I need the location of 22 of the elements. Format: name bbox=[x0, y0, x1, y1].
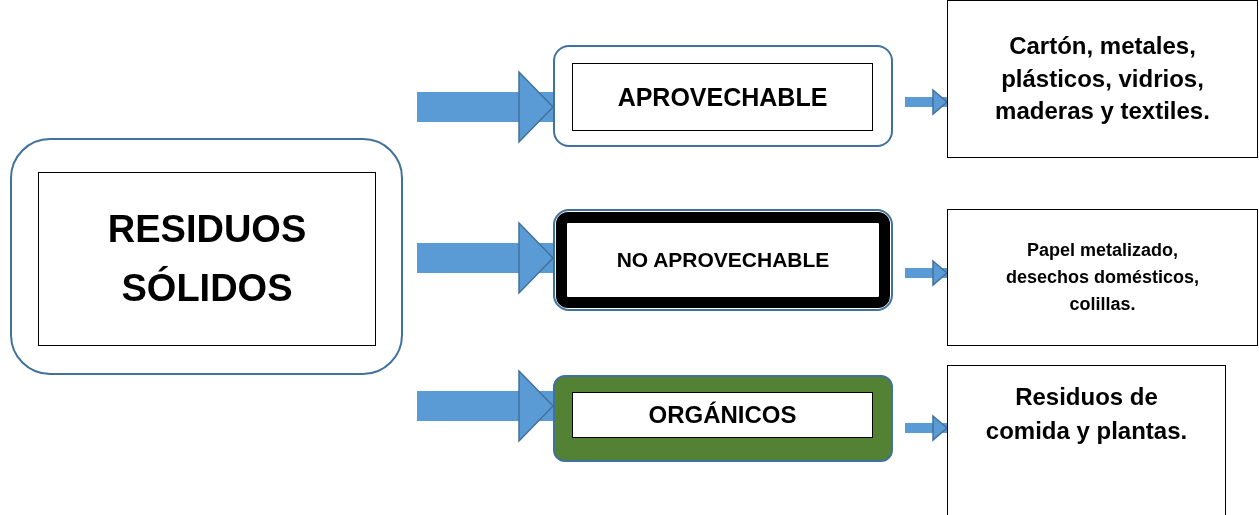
text-box bbox=[572, 63, 873, 131]
label-text: Residuos de comida y plantas. bbox=[984, 382, 1189, 446]
block-arrow bbox=[417, 222, 554, 294]
label-text: RESIDUOS SÓLIDOS bbox=[106, 207, 308, 311]
label-text: ORGÁNICOS bbox=[648, 400, 797, 430]
text-box bbox=[572, 392, 873, 438]
label-text: Cartón, metales, plásticos, vidrios, maderas y textiles. bbox=[994, 31, 1211, 127]
text-box bbox=[38, 172, 376, 346]
block-arrow bbox=[905, 260, 948, 286]
rounded-frame bbox=[553, 375, 893, 462]
label-text: APROVECHABLE bbox=[617, 82, 828, 112]
rounded-frame bbox=[10, 138, 403, 375]
text-box bbox=[947, 365, 1226, 515]
label-text: NO APROVECHABLE bbox=[616, 247, 830, 273]
text-box bbox=[947, 209, 1258, 346]
block-arrow bbox=[417, 370, 554, 442]
rounded-frame bbox=[553, 45, 893, 147]
text-box bbox=[947, 0, 1258, 158]
block-arrow bbox=[417, 71, 554, 143]
label-text: Papel metalizado, desechos domésticos, colillas. bbox=[1004, 239, 1201, 316]
block-arrow bbox=[905, 89, 948, 115]
block-arrow bbox=[905, 415, 948, 441]
